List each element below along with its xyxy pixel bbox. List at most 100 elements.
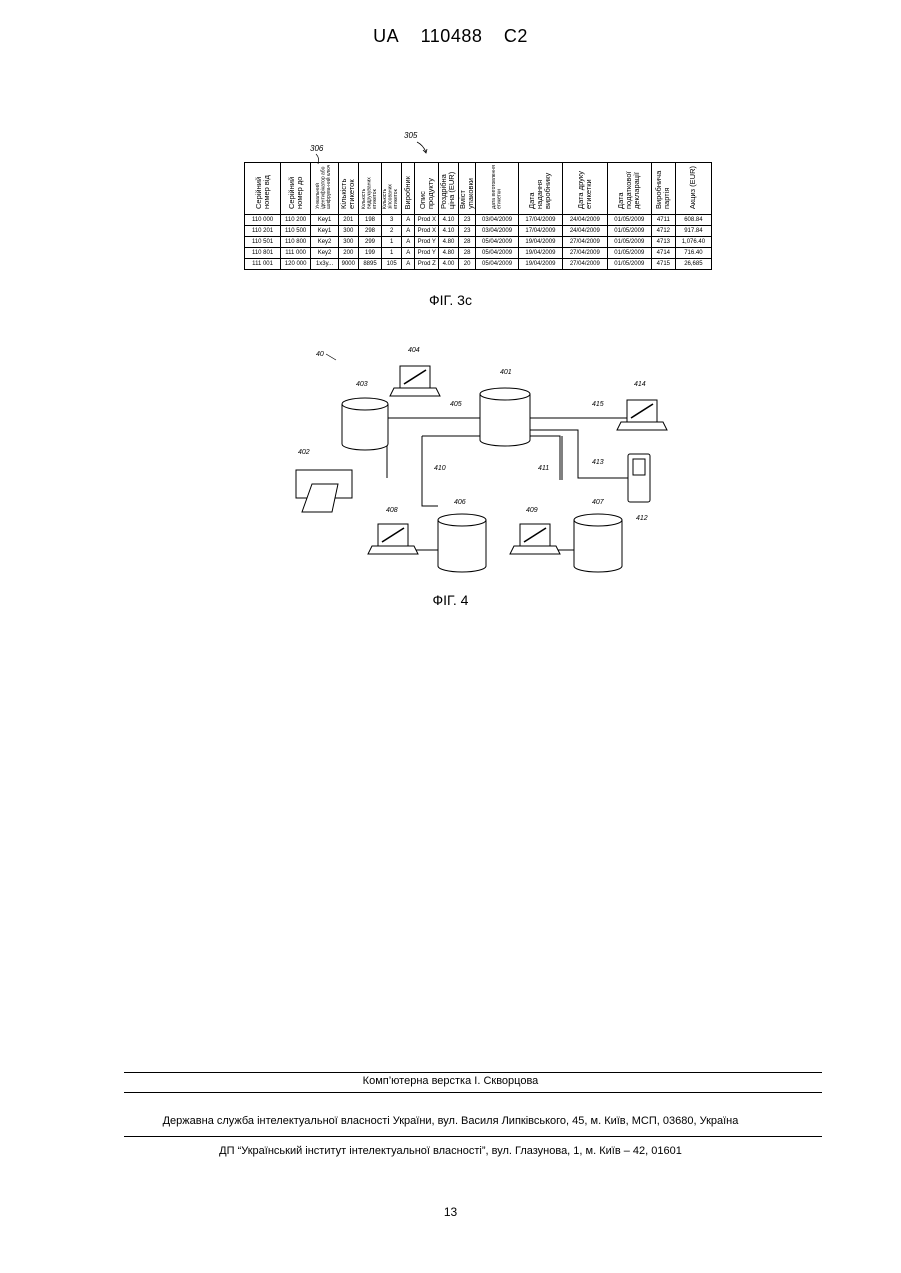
table-cell: 201 <box>339 215 359 226</box>
footer-institute-address: ДП “Український інститут інтелектуальної… <box>0 1145 901 1157</box>
column-header: Кількість видрукуваних етикеток <box>358 163 382 215</box>
handheld-device-icon <box>628 454 650 502</box>
table-cell: 01/05/2009 <box>607 259 651 270</box>
label-laptop-top: 404 <box>408 347 420 354</box>
label-system: 40 <box>316 351 324 358</box>
figure-3c-caption: ФІГ. 3с <box>0 292 901 308</box>
table-cell: 4711 <box>651 215 675 226</box>
label-device: 412 <box>636 515 648 522</box>
document-header: UA 110488 C2 <box>0 26 901 47</box>
column-header-label: Дата податкової декларації <box>617 163 641 209</box>
column-header: Акциз (EUR) <box>675 163 711 215</box>
column-header-label: Роздрібна ціна (EUR) <box>440 163 456 209</box>
table-cell: 110 501 <box>245 237 281 248</box>
laptop-409-icon <box>510 524 560 554</box>
footer-divider-top <box>124 1072 822 1073</box>
table-cell: Prod Y <box>415 248 439 259</box>
label-line-top: 405 <box>450 401 462 408</box>
column-header: Роздрібна ціна (EUR) <box>439 163 459 215</box>
table-header-row: Серійний номер відСерійний номер доУніка… <box>245 163 712 215</box>
table-cell: 01/05/2009 <box>607 237 651 248</box>
table-cell: 1,076.40 <box>675 237 711 248</box>
laptop-404-icon <box>390 366 440 396</box>
header-country-code: UA <box>373 26 399 46</box>
table-cell: 28 <box>458 237 476 248</box>
table-row: 110 201110 500Key13002982AProd X4.102303… <box>245 226 712 237</box>
table-cell: 110 000 <box>245 215 281 226</box>
table-cell: 300 <box>339 237 359 248</box>
table-cell: 917.84 <box>675 226 711 237</box>
column-header: Серійний номер від <box>245 163 281 215</box>
table-cell: 8895 <box>358 259 382 270</box>
table-cell: 120 000 <box>281 259 311 270</box>
table-cell: 198 <box>358 215 382 226</box>
table-cell: 23 <box>458 215 476 226</box>
label-db-main: 401 <box>500 369 512 376</box>
table-cell: Key2 <box>311 248 339 259</box>
label-line-laptop-right: 415 <box>592 401 604 408</box>
table-cell: 03/04/2009 <box>476 226 518 237</box>
column-header: Вміст упаковки <box>458 163 476 215</box>
table-cell: 4712 <box>651 226 675 237</box>
table-cell: A <box>402 226 415 237</box>
table-cell: 23 <box>458 226 476 237</box>
column-header-label: Кількість етикеток <box>340 163 356 209</box>
column-header-label: Вміст упаковки <box>459 163 475 209</box>
column-header: Кількість зіпсованих етикеток <box>382 163 402 215</box>
column-header: Дата надання виробнику <box>518 163 562 215</box>
column-header: Дата податкової декларації <box>607 163 651 215</box>
laptop-414-icon <box>617 400 667 430</box>
table-cell: Prod Y <box>415 237 439 248</box>
table-cell: Prod X <box>415 226 439 237</box>
table-cell: 110 801 <box>245 248 281 259</box>
table-cell: 28 <box>458 248 476 259</box>
table-cell: A <box>402 237 415 248</box>
table-cell: 19/04/2009 <box>518 248 562 259</box>
column-header-label: Опис продукту <box>419 163 435 209</box>
table-cell: Prod X <box>415 215 439 226</box>
page-number: 13 <box>0 1205 901 1219</box>
table-cell: 01/05/2009 <box>607 226 651 237</box>
table-cell: 27/04/2009 <box>563 237 607 248</box>
column-header: Дата виготовлення етикетки <box>476 163 518 215</box>
table-cell: 1 <box>382 248 402 259</box>
table-cell: 298 <box>358 226 382 237</box>
table-cell: 4.10 <box>439 226 459 237</box>
table-cell: 27/04/2009 <box>563 248 607 259</box>
label-laptop-left: 408 <box>386 507 398 514</box>
table-cell: 24/04/2009 <box>563 215 607 226</box>
table-cell: 4.10 <box>439 215 459 226</box>
footer-divider-bottom <box>124 1136 822 1137</box>
table-row: 110 000110 200Key12011983AProd X4.102303… <box>245 215 712 226</box>
column-header-label: Серійний номер до <box>288 163 304 209</box>
table-cell: 9000 <box>339 259 359 270</box>
column-header-label: Дата друку етикетки <box>577 163 593 209</box>
table-cell: Key1 <box>311 215 339 226</box>
table-cell: 05/04/2009 <box>476 248 518 259</box>
column-header-label: Дата виготовлення етикетки <box>492 163 503 209</box>
label-line-right: 411 <box>538 465 549 472</box>
footer-layout-credit: Комп’ютерна верстка І. Скворцова <box>0 1075 901 1087</box>
table-row: 110 801111 000Key22001991AProd Y4.802805… <box>245 248 712 259</box>
column-header-label: Виробнича партія <box>655 163 671 209</box>
table-cell: A <box>402 215 415 226</box>
label-db-left: 403 <box>356 381 368 388</box>
table-cell: 19/04/2009 <box>518 259 562 270</box>
column-header-label: Акциз (EUR) <box>689 166 697 209</box>
table-cell: 1x3y... <box>311 259 339 270</box>
table-row: 110 501110 800Key23002991AProd Y4.802805… <box>245 237 712 248</box>
table-cell: 299 <box>358 237 382 248</box>
table-cell: Key2 <box>311 237 339 248</box>
column-reference-label: 306 <box>310 144 323 153</box>
table-cell: 608.84 <box>675 215 711 226</box>
table-cell: 17/04/2009 <box>518 226 562 237</box>
table-cell: 05/04/2009 <box>476 237 518 248</box>
label-db-right: 407 <box>592 499 605 506</box>
table-cell: A <box>402 259 415 270</box>
table-cell: 4715 <box>651 259 675 270</box>
footer-divider-middle <box>124 1092 822 1093</box>
table-cell: 110 201 <box>245 226 281 237</box>
table-cell: 200 <box>339 248 359 259</box>
table-cell: 26,685 <box>675 259 711 270</box>
table-cell: 199 <box>358 248 382 259</box>
